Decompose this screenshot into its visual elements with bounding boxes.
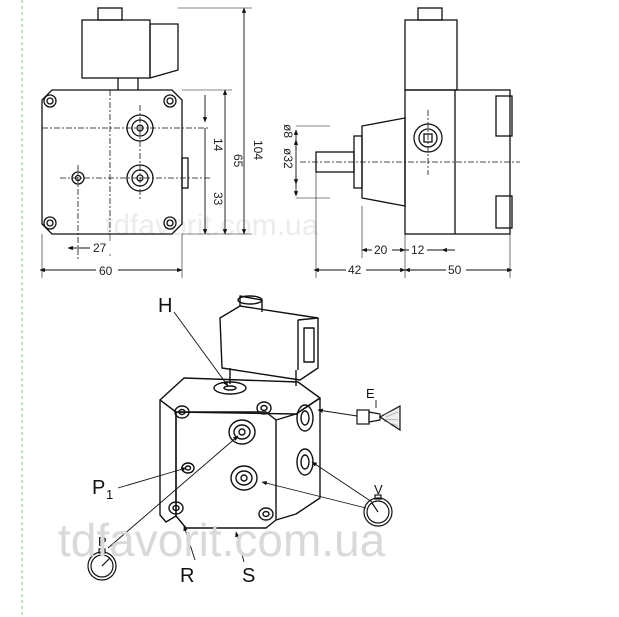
dim-60: 60 — [99, 264, 113, 278]
dim-65: 65 — [231, 154, 245, 168]
dim-104: 104 — [251, 140, 265, 160]
watermark-top: tdfavorit.com.ua — [105, 209, 319, 242]
vacuum-gauge-icon — [363, 494, 393, 527]
dim-20: 20 — [374, 243, 388, 257]
label-R: R — [180, 565, 194, 587]
nozzle-icon — [356, 404, 401, 432]
dim-dia32: ø32 — [281, 148, 295, 169]
dim-33: 33 — [211, 192, 225, 206]
pressure-gauge-icon — [87, 548, 117, 581]
dim-12: 12 — [411, 243, 425, 257]
dim-50: 50 — [448, 263, 462, 277]
front-view — [41, 7, 189, 235]
label-H: H — [158, 295, 172, 317]
label-V: V — [374, 482, 383, 497]
dim-14: 14 — [211, 138, 225, 152]
dim-27: 27 — [93, 241, 107, 255]
iso-view — [159, 295, 321, 529]
side-view — [315, 7, 513, 235]
dim-dia8: ø8 — [281, 124, 295, 138]
label-S: S — [242, 565, 255, 587]
dim-42: 42 — [348, 263, 362, 277]
label-P: P — [98, 534, 107, 549]
label-E: E — [366, 386, 375, 401]
label-P1-sub: 1 — [106, 487, 113, 502]
watermark-bottom: tdfavorit.com.ua — [58, 514, 386, 566]
label-P1: P — [92, 477, 105, 499]
